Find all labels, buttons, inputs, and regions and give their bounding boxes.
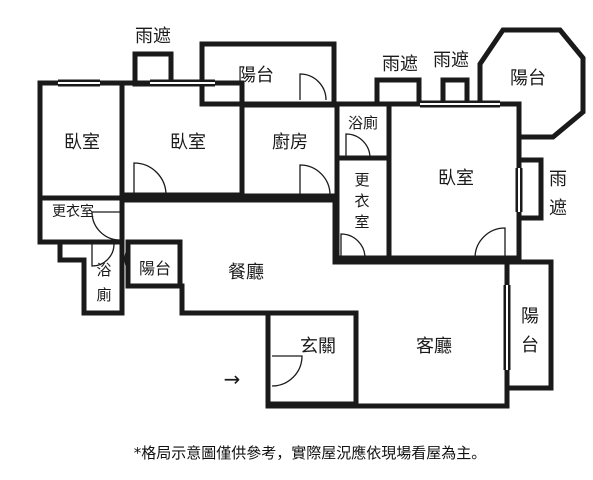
door-bedroom-master	[474, 227, 506, 259]
label-balcony-top: 陽台	[238, 65, 274, 86]
wall-bath-left	[57, 239, 125, 316]
label-bedroom-left: 臥室	[64, 132, 100, 153]
label-bath-top: 浴廁	[348, 114, 378, 132]
label-awning-right-1: 雨	[549, 169, 567, 190]
wall-awning-top-mid2	[440, 77, 470, 107]
door-bath-top	[345, 133, 371, 159]
label-closet-mid-2: 衣	[354, 192, 369, 210]
walls	[37, 27, 586, 409]
label-entrance: 玄關	[300, 336, 336, 357]
label-awning-top-mid2: 雨遮	[433, 50, 469, 71]
wall-main-outline	[119, 197, 510, 409]
door-entrance	[271, 355, 303, 387]
label-kitchen: 廚房	[272, 131, 308, 153]
label-awning-right-2: 遮	[549, 198, 567, 219]
wall-entrance	[265, 310, 359, 409]
door-bath-left	[91, 243, 115, 267]
wall-awning-top-mid1	[374, 77, 422, 107]
label-dining: 餐廳	[228, 262, 264, 283]
label-closet-left: 更衣室	[52, 203, 94, 220]
door-kitchen	[299, 164, 331, 196]
label-balcony-right-1: 陽	[521, 306, 539, 327]
door-closet-mid	[340, 233, 366, 259]
wall-balcony-top	[199, 41, 337, 107]
label-bath-left-2: 廁	[96, 286, 111, 304]
door-balcony-top	[299, 73, 327, 101]
windows	[58, 82, 520, 370]
door-bedroom-center	[133, 162, 167, 196]
label-living: 客廳	[416, 336, 452, 357]
label-awning-top-mid1: 雨遮	[382, 54, 418, 75]
door-closet-left	[91, 211, 121, 241]
labels: 臥室 臥室 廚房 浴廁 更 衣 室 臥室 更衣室 浴 廁 陽台 餐廳 玄關 客廳…	[52, 26, 567, 391]
label-balcony-top-right: 陽台	[510, 68, 546, 89]
disclaimer: *格局示意圖僅供參考，實際屋況應依現場看屋為主。	[133, 444, 487, 462]
label-bedroom-center: 臥室	[170, 132, 206, 153]
wall-closet-left	[37, 195, 125, 245]
label-closet-mid-1: 更	[354, 171, 369, 189]
label-awning-top-left: 雨遮	[135, 26, 171, 47]
label-bath-left-1: 浴	[96, 261, 111, 279]
entry-arrow: →	[224, 367, 241, 391]
label-balcony-left: 陽台	[139, 259, 171, 278]
label-balcony-right-2: 台	[521, 335, 539, 356]
doors	[91, 73, 506, 387]
label-bedroom-master: 臥室	[438, 168, 474, 189]
door-balcony-left	[124, 247, 129, 273]
wall-balcony-top-right	[477, 27, 586, 140]
label-closet-mid-3: 室	[354, 213, 369, 231]
